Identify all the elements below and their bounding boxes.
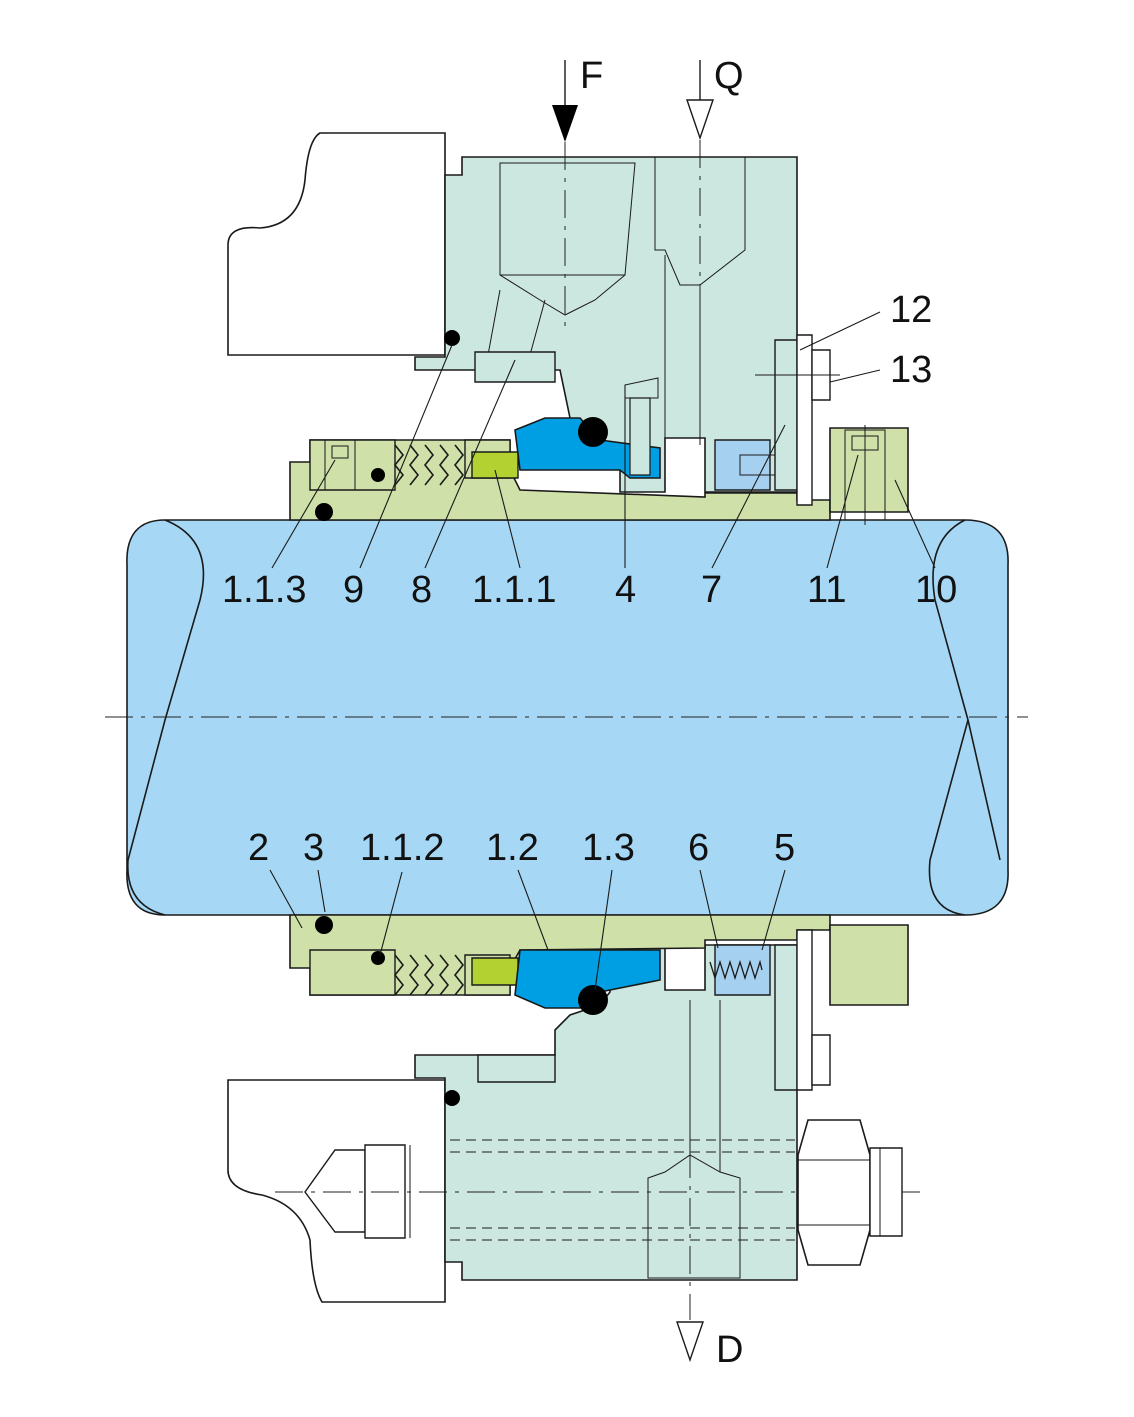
oring-face-bottom [578, 985, 608, 1015]
label-flow-d: D [716, 1329, 743, 1371]
flush-channel [487, 289, 546, 356]
arrow-d [676, 1150, 704, 1363]
spring-6 [709, 959, 763, 981]
rotating-face-top [514, 417, 661, 479]
collar-bottom [829, 924, 909, 1006]
plate-12 [796, 334, 813, 506]
insert-111 [471, 451, 519, 479]
insert-bottom [471, 957, 519, 986]
retainer-plate-7 [774, 339, 798, 491]
stud-tip [304, 1149, 366, 1233]
label-8: 8 [411, 569, 432, 611]
label-1-1-1: 1.1.1 [472, 569, 557, 611]
set-screw-11 [844, 429, 886, 521]
label-4: 4 [615, 569, 636, 611]
label-12: 12 [890, 289, 932, 331]
label-3: 3 [303, 827, 324, 869]
arrow-q [686, 60, 714, 290]
pin-4 [629, 397, 651, 476]
collar-10 [829, 427, 909, 513]
label-1-3: 1.3 [582, 827, 635, 869]
label-1-1-2: 1.1.2 [360, 827, 445, 869]
label-2: 2 [248, 827, 269, 869]
plate-bottom-white [796, 929, 813, 1091]
drain-port-d [647, 1154, 741, 1279]
shaft-break-right-lower [928, 719, 969, 916]
label-10: 10 [915, 569, 957, 611]
shaft-break-left [127, 519, 205, 916]
quench-port-q [654, 156, 746, 286]
label-7: 7 [701, 569, 722, 611]
pump-casing-top [227, 132, 446, 356]
label-1-1-3: 1.1.3 [222, 569, 307, 611]
clip-top [714, 439, 771, 491]
gland-plate-step-bottom [477, 1054, 556, 1083]
spring-holder-top [309, 439, 396, 491]
oring-face-top [578, 417, 608, 447]
springs-bottom [393, 954, 465, 996]
oring-sleeve-bottom-1 [315, 916, 333, 934]
label-11: 11 [807, 569, 846, 611]
oring-sleeve-top-2 [371, 468, 385, 482]
leader-lines [269, 311, 936, 991]
quench-channel [664, 255, 701, 445]
stud-end [869, 1147, 903, 1237]
bolt-bottom [811, 1034, 831, 1086]
oring-sleeve-top-1 [315, 503, 333, 521]
drain-channel [689, 1000, 721, 1172]
gland-plate-step [474, 351, 556, 383]
flush-port-f [499, 162, 636, 316]
label-1-2: 1.2 [486, 827, 539, 869]
springs-top [393, 444, 465, 486]
shaft-break-right [932, 519, 1001, 861]
retainer-plate-bottom [774, 944, 798, 1091]
hex-nut-faces [798, 1159, 870, 1226]
label-9: 9 [343, 569, 364, 611]
oring-casing-top [444, 330, 460, 346]
oring-casing-bottom [444, 1090, 460, 1106]
label-flow-f: F [580, 55, 603, 97]
label-5: 5 [774, 827, 795, 869]
hex-nut [797, 1119, 871, 1266]
arrow-f [552, 60, 578, 330]
label-flow-q: Q [714, 55, 744, 97]
oring-sleeve-bottom-2 [371, 951, 385, 965]
set-screw-113 [324, 439, 356, 491]
label-13: 13 [890, 349, 932, 391]
label-6: 6 [688, 827, 709, 869]
